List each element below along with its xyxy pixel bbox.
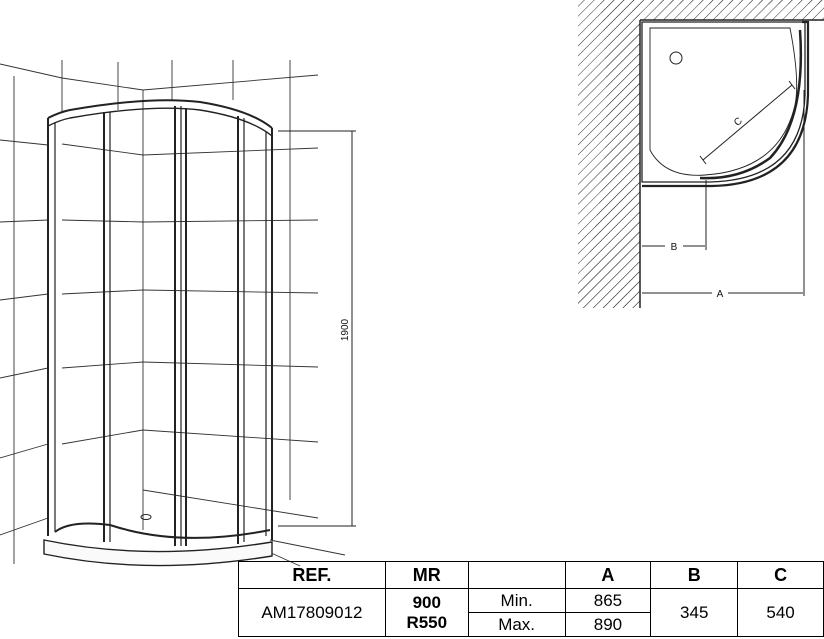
plan-label-b: B [671, 242, 678, 253]
mr-size: 900 [412, 592, 441, 612]
spec-table: REF. MR A B C AM17809012 900 R550 Min. 8… [238, 561, 824, 637]
row-label-max: Max. [467, 612, 566, 637]
plan-walls [578, 0, 824, 310]
a-min: 865 [564, 588, 652, 613]
shower-enclosure [43, 99, 273, 567]
mr-radius: R550 [406, 612, 448, 632]
spec-row-min: AM17809012 900 R550 Min. 865 345 540 [238, 588, 824, 637]
header-blank [467, 561, 566, 589]
header-ref: REF. [238, 561, 386, 589]
b-cell: 345 [650, 588, 739, 637]
plan-dim-b [642, 180, 707, 250]
header-c: C [737, 561, 824, 589]
plan-tray [641, 20, 810, 188]
plan-dim-a [642, 90, 805, 296]
ref-cell: AM17809012 [238, 588, 386, 637]
wall-tiles [0, 60, 346, 567]
spec-header-row: REF. MR A B C [238, 561, 824, 589]
a-max: 890 [564, 612, 652, 637]
plan-label-a: A [717, 289, 724, 300]
header-a: A [564, 561, 652, 589]
spec-row-max: Max. 890 [239, 612, 824, 637]
height-dimension [278, 130, 356, 527]
mr-cell: 900 R550 [384, 588, 469, 637]
header-b: B [650, 561, 739, 589]
c-cell: 540 [737, 588, 824, 637]
header-mr: MR [384, 561, 469, 589]
row-label-min: Min. [467, 588, 566, 613]
plan-dim-c [699, 80, 796, 165]
height-label: 1900 [340, 318, 351, 341]
